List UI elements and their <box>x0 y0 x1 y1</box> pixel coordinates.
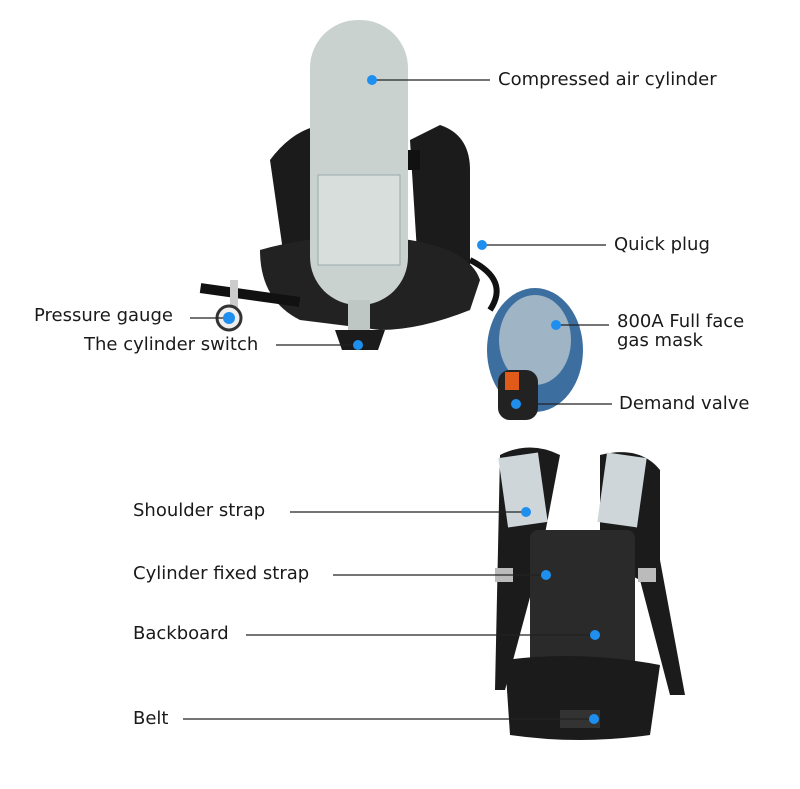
callout-dots <box>223 75 600 724</box>
label-cylinder-fixed-strap: Cylinder fixed strap <box>133 563 310 584</box>
label-pressure-gauge: Pressure gauge <box>34 305 173 326</box>
label-full-face-mask-line2: gas mask <box>617 330 703 351</box>
leader-lines <box>183 79 612 720</box>
label-demand-valve: Demand valve <box>619 393 750 414</box>
label-cylinder-switch: The cylinder switch <box>84 334 259 355</box>
harness-backpack <box>495 447 685 740</box>
label-full-face-mask-line1: 800A Full face <box>617 311 745 332</box>
label-backboard: Backboard <box>133 623 229 644</box>
label-compressed-air-cylinder: Compressed air cylinder <box>498 69 717 90</box>
breathing-apparatus-assembled <box>199 20 583 420</box>
label-belt: Belt <box>133 708 169 729</box>
label-quick-plug: Quick plug <box>614 234 710 255</box>
label-shoulder-strap: Shoulder strap <box>133 500 266 521</box>
